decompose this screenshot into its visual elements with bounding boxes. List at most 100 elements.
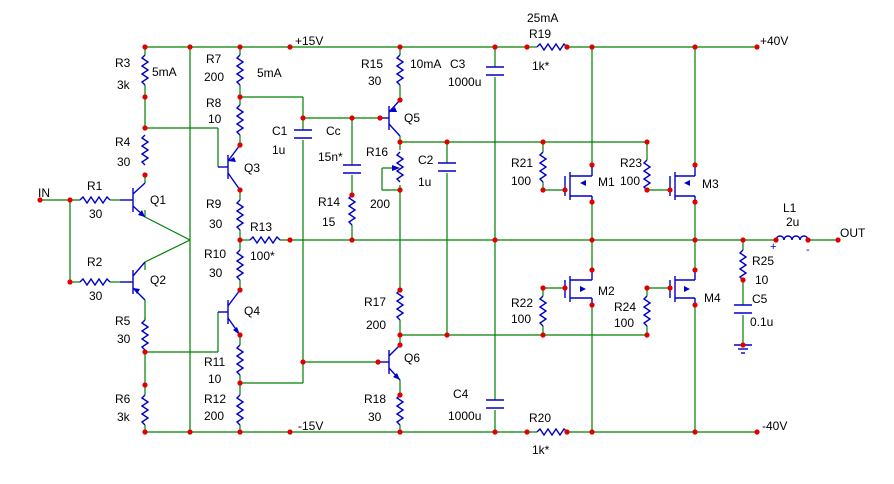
mosfet-m3 bbox=[669, 165, 696, 202]
resistor-r18 bbox=[396, 394, 404, 426]
l1-polarity-minus: - bbox=[806, 244, 810, 256]
resistor-r3 bbox=[141, 54, 149, 86]
r4-name: R4 bbox=[115, 135, 131, 149]
resistor-r9 bbox=[236, 199, 244, 231]
c3-value: 1000u bbox=[448, 75, 481, 89]
c4-value: 1000u bbox=[448, 409, 481, 423]
current-r7-label: 5mA bbox=[257, 66, 282, 80]
transistor-q3 bbox=[218, 144, 241, 191]
resistor-r12 bbox=[236, 394, 244, 426]
capacitor-c3 bbox=[486, 66, 504, 76]
r20-name: R20 bbox=[529, 411, 551, 425]
r24-value: 100 bbox=[614, 316, 634, 330]
r1-value: 30 bbox=[89, 207, 103, 221]
current-r19-label: 25mA bbox=[527, 11, 558, 25]
r10-name: R10 bbox=[204, 247, 226, 261]
r14-name: R14 bbox=[318, 195, 340, 209]
resistor-r14 bbox=[348, 194, 356, 226]
r9-name: R9 bbox=[206, 197, 222, 211]
r3-value: 3k bbox=[117, 78, 131, 92]
r14-value: 15 bbox=[322, 215, 336, 229]
r13-name: R13 bbox=[250, 220, 272, 234]
r7-value: 200 bbox=[204, 70, 224, 84]
r2-name: R2 bbox=[87, 255, 103, 269]
l1-name: L1 bbox=[783, 201, 797, 215]
resistor-r8 bbox=[236, 104, 244, 136]
resistor-r6 bbox=[141, 394, 149, 426]
r20-value: 1k* bbox=[532, 443, 550, 457]
capacitor-c4 bbox=[486, 399, 504, 409]
r3-name: R3 bbox=[115, 56, 131, 70]
r16-name: R16 bbox=[366, 145, 388, 159]
resistor-r21 bbox=[539, 151, 547, 183]
resistor-r13 bbox=[249, 236, 281, 244]
resistor-r10 bbox=[236, 249, 244, 281]
port-in-label: IN bbox=[38, 186, 50, 200]
c1-name: C1 bbox=[272, 124, 288, 138]
resistor-r7 bbox=[236, 54, 244, 86]
r12-name: R12 bbox=[204, 392, 226, 406]
resistor-r4 bbox=[141, 134, 149, 166]
r23-name: R23 bbox=[620, 156, 642, 170]
c3-name: C3 bbox=[450, 57, 466, 71]
junction-dots bbox=[37, 44, 841, 435]
resistor-r19 bbox=[527, 43, 568, 51]
resistor-r24 bbox=[643, 295, 651, 327]
resistor-r15 bbox=[396, 54, 404, 86]
r8-value: 10 bbox=[208, 112, 222, 126]
r11-value: 10 bbox=[208, 372, 222, 386]
r17-value: 200 bbox=[366, 318, 386, 332]
resistor-r16 bbox=[392, 151, 404, 183]
r25-name: R25 bbox=[752, 254, 774, 268]
r4-value: 30 bbox=[117, 155, 131, 169]
c2-value: 1u bbox=[418, 175, 431, 189]
r25-value: 10 bbox=[755, 273, 769, 287]
rail-neg40-label: -40V bbox=[762, 419, 787, 433]
r8-name: R8 bbox=[206, 96, 222, 110]
r9-value: 30 bbox=[209, 217, 223, 231]
r22-name: R22 bbox=[511, 296, 533, 310]
current-r15-label: 10mA bbox=[410, 57, 441, 71]
q2-label: Q2 bbox=[150, 273, 166, 287]
c4-name: C4 bbox=[453, 387, 469, 401]
r6-value: 3k bbox=[117, 410, 131, 424]
m4-label: M4 bbox=[704, 291, 721, 305]
r21-value: 100 bbox=[511, 174, 531, 188]
transistor-q6 bbox=[378, 344, 401, 381]
m3-label: M3 bbox=[702, 177, 719, 191]
transistor-q2 bbox=[120, 261, 146, 320]
r2-value: 30 bbox=[89, 289, 103, 303]
q1-label: Q1 bbox=[150, 193, 166, 207]
m1-label: M1 bbox=[598, 175, 615, 189]
c5-value: 0.1u bbox=[750, 315, 773, 329]
rail-pos15-label: +15V bbox=[295, 34, 323, 48]
labels: +15V -15V +40V -40V IN OUT 5mA 5mA 10mA … bbox=[38, 11, 866, 457]
resistor-r22 bbox=[539, 295, 547, 327]
r5-name: R5 bbox=[115, 314, 131, 328]
capacitor-c5 bbox=[734, 304, 752, 314]
l1-polarity-plus: + bbox=[770, 241, 776, 253]
wiring bbox=[40, 46, 838, 433]
r18-name: R18 bbox=[364, 392, 386, 406]
r22-value: 100 bbox=[511, 312, 531, 326]
r21-name: R21 bbox=[511, 156, 533, 170]
r16-value: 200 bbox=[370, 197, 390, 211]
r11-name: R11 bbox=[204, 355, 225, 369]
transistor-q5 bbox=[380, 99, 401, 137]
c2-name: C2 bbox=[418, 153, 434, 167]
capacitor-c1 bbox=[294, 129, 312, 139]
r23-value: 100 bbox=[620, 174, 640, 188]
q3-label: Q3 bbox=[244, 161, 260, 175]
r5-value: 30 bbox=[117, 332, 131, 346]
resistor-r2 bbox=[79, 278, 111, 286]
r10-value: 30 bbox=[209, 266, 223, 280]
r12-value: 200 bbox=[204, 409, 224, 423]
transistor-q1 bbox=[120, 182, 146, 218]
r1-name: R1 bbox=[87, 179, 103, 193]
r18-value: 30 bbox=[368, 410, 382, 424]
port-out-label: OUT bbox=[840, 226, 866, 240]
r6-name: R6 bbox=[115, 392, 131, 406]
current-r3-label: 5mA bbox=[152, 65, 177, 79]
resistor-r23 bbox=[643, 159, 651, 191]
cc-value: 15n* bbox=[318, 150, 343, 164]
